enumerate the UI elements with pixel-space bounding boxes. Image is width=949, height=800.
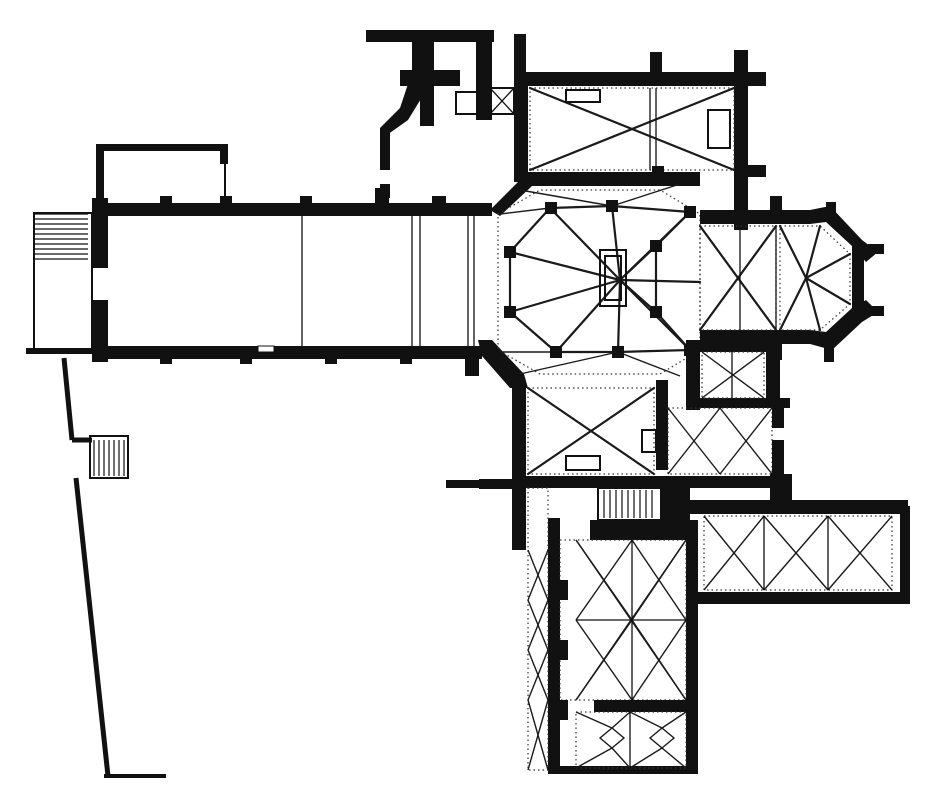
nave: [92, 188, 492, 376]
altar: [599, 249, 627, 307]
apse: [778, 202, 884, 362]
north-annex: [96, 144, 228, 205]
octagonal-crossing: [478, 166, 702, 388]
north-tower: [366, 30, 526, 198]
boundary-wall: [61, 357, 166, 778]
north-transept: [514, 50, 766, 230]
crossing-ribs: [499, 183, 702, 377]
cloister-east-range: [690, 474, 910, 604]
west-porch: [26, 212, 96, 354]
south-stair: [93, 440, 125, 476]
cloister-walk: [512, 487, 698, 774]
crossing-piers: [504, 166, 696, 358]
cloister-stair: [590, 487, 690, 540]
south-transept: [446, 380, 782, 494]
west-stair: [34, 213, 88, 260]
choir-side-chapels: [667, 340, 790, 476]
